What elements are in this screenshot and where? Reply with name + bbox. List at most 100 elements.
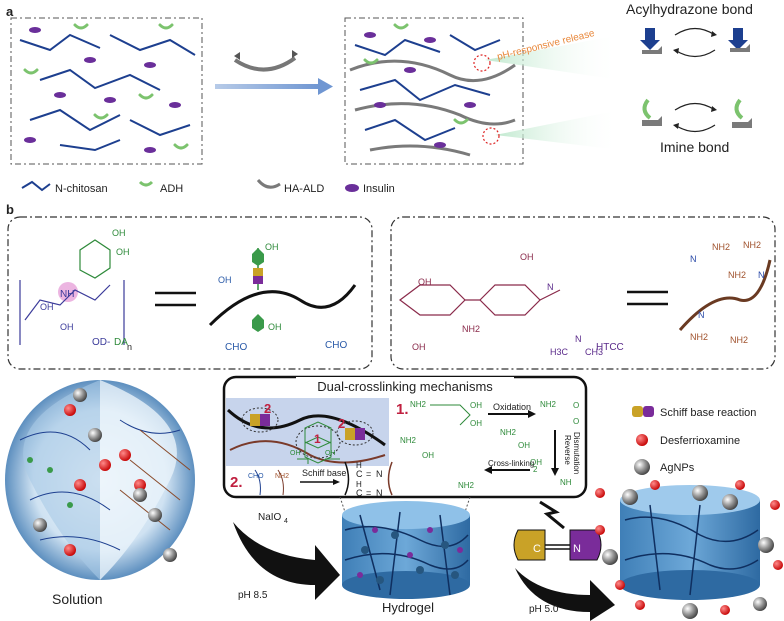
htcc-r-nh2-1: NH2 (712, 242, 730, 252)
htcc-oh-3: OH (520, 252, 534, 262)
n-chitosan-legend-icon (21, 180, 51, 192)
od-da-right-oh-1: OH (265, 242, 279, 252)
od-da-n-subscript: n (127, 342, 132, 352)
connector-right (464, 496, 471, 513)
dual-crosslinking-title: Dual-crosslinking mechanisms (317, 379, 493, 394)
r2-cho: CHO (248, 473, 264, 480)
equals-sign-1 (155, 291, 196, 307)
schiff-icon-c: C (533, 543, 541, 555)
naio4-arrow (233, 522, 340, 600)
htcc-n-plus: N (575, 334, 582, 344)
schiff-base-label: Schiff base (302, 468, 346, 478)
htcc-nh: N (547, 282, 554, 292)
released-hydrogel-cylinder (595, 480, 783, 619)
htcc-oh-2: OH (418, 277, 432, 287)
imine-n-2: N (376, 488, 383, 498)
naio-label: NaIO (258, 512, 282, 523)
r1-oh-2: OH (470, 419, 482, 428)
htcc-r-n-2: N (758, 270, 765, 280)
htcc-box: NH2 OH OH OH N H3C N CH3 HTCC NH2 NH2 NH… (390, 216, 776, 370)
r1-oh-1: OH (470, 401, 482, 410)
r1-nh2-2: NH2 (540, 400, 557, 409)
imine-c-1: C (356, 469, 363, 479)
od-da-oh-2: OH (116, 247, 130, 257)
desferrioxamine-legend-icon (636, 434, 648, 446)
crosslinking-label: Cross-linking (488, 459, 534, 468)
mech-oh-b: OH (325, 450, 336, 457)
ph85-label: pH 8.5 (238, 590, 268, 601)
equals-sign-2 (627, 290, 668, 306)
r1-o-2: O (573, 417, 579, 426)
htcc-ch3: CH3 (585, 347, 603, 357)
r1-nh2-5: NH2 (458, 481, 475, 490)
od-da-oh-3: OH (40, 302, 54, 312)
schiff-icon-n: N (573, 543, 581, 555)
imine-exchange-icon (642, 98, 752, 133)
imine-eq-1: = (366, 469, 371, 479)
legend-desferrioxamine: Desferrioxamine (660, 435, 740, 447)
badge-2-left: 2 (264, 401, 271, 416)
imine-eq-2: = (366, 488, 371, 498)
od-da-od-label: OD- (92, 337, 110, 348)
num-2: 2. (230, 474, 243, 491)
r1-oh-4: OH (530, 458, 542, 467)
panel-b-label: b (6, 202, 14, 217)
r1-oh-5: OH (422, 451, 434, 460)
htcc-r-n-3: N (698, 310, 705, 320)
reverse-label: Reverse (563, 435, 572, 465)
od-da-cho-2: CHO (325, 340, 347, 351)
num-1: 1. (396, 401, 409, 418)
panel-a-legend: N-chitosan ADH HA-ALD Insulin (21, 178, 395, 195)
schiff-bond-break-icon (513, 500, 602, 561)
r1-nh2-3: NH2 (500, 428, 517, 437)
adh-legend-icon (138, 180, 154, 187)
od-da-box: NH n OH OH OH OH OD- DA OH OH CHO CHO OH (7, 216, 373, 370)
panel-a-left-box (10, 17, 203, 165)
acylhydrazone-title: Acylhydrazone bond (626, 1, 753, 17)
solution-label: Solution (52, 591, 103, 607)
od-da-nh: NH (60, 289, 74, 300)
imine-n-1: N (376, 469, 383, 479)
agnps-legend-icon (634, 459, 650, 475)
htcc-label: HTCC (596, 342, 624, 353)
imine-h-2: H (356, 480, 362, 489)
r2-nh2: NH2 (275, 473, 289, 480)
legend-schiff: Schiff base reaction (660, 407, 756, 419)
legend-insulin: Insulin (363, 183, 395, 195)
naio-subscript: 4 (284, 518, 288, 525)
ph50-label: pH 5.0 (529, 604, 559, 615)
imine-title: Imine bond (660, 139, 729, 155)
legend-n-chitosan: N-chitosan (55, 183, 108, 195)
hydrogel-label: Hydrogel (382, 600, 434, 615)
od-da-right-oh-2: OH (268, 322, 282, 332)
insulin-legend-icon (345, 184, 359, 192)
acylhydrazone-exchange-icon (640, 27, 750, 58)
htcc-h3c: H3C (550, 347, 569, 357)
htcc-r-nh2-5: NH2 (730, 335, 748, 345)
htcc-oh-1: OH (412, 342, 426, 352)
connector-left (339, 496, 346, 513)
r1-oh-3: OH (518, 441, 530, 450)
htcc-r-n-1: N (690, 254, 697, 264)
ha-ald-linker (233, 50, 298, 72)
imine-c-2: C (356, 488, 363, 498)
mech-oh-a: OH (290, 450, 301, 457)
badge-1: 1 (314, 432, 321, 446)
process-arrow-blue (215, 78, 333, 95)
r1-two: 2 (533, 465, 538, 474)
htcc-nh2: NH2 (462, 324, 480, 334)
imine-h-1: H (356, 461, 362, 470)
ph5-arrow (515, 568, 615, 621)
r1-nh2-4: NH2 (400, 436, 417, 445)
schiff-legend-icon-left (632, 406, 643, 417)
legend-adh: ADH (160, 183, 183, 195)
od-da-cho-1: CHO (225, 342, 247, 353)
htcc-r-nh2-3: NH2 (728, 270, 746, 280)
od-da-oh-1: OH (112, 228, 126, 238)
dual-crosslinking-box: 1 2 2 OH OH 1. NH2 OH OH Oxidation NH2 O… (222, 375, 588, 499)
legend-ha-ald: HA-ALD (284, 183, 324, 195)
r1-o-1: O (573, 401, 579, 410)
od-da-oh-4: OH (60, 322, 74, 332)
ha-ald-legend-icon (256, 178, 281, 189)
